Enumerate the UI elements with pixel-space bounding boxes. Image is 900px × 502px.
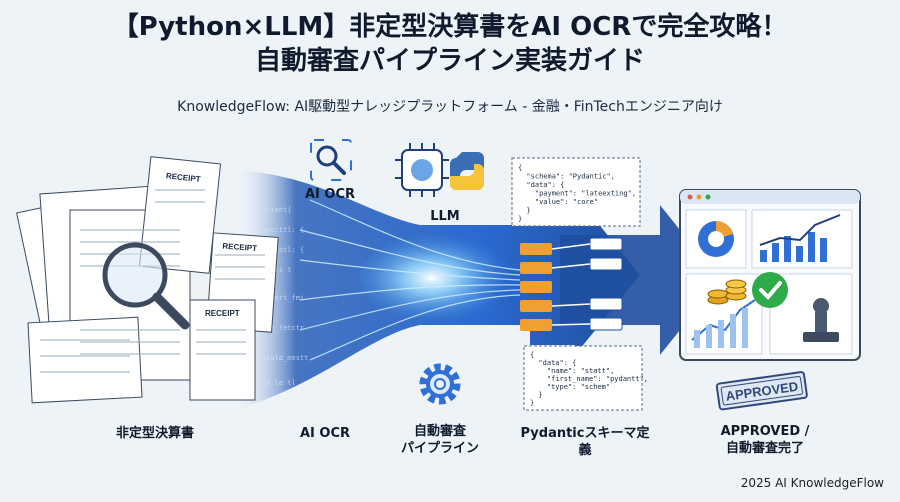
label-ai-ocr: AI OCR [299,426,351,441]
page-title: 【Python×LLM】非定型決算書をAI OCRで完全攻略！ 自動審査パイプラ… [0,10,900,78]
code-line: "schema": "Pydantic", [518,173,615,181]
code-line: { [530,351,534,359]
code-line: "type": "schem" [530,383,610,391]
code-line: "payment": "lateexting", [518,190,636,198]
brain-chip-icon [395,143,449,197]
top-label-llm: LLM [430,209,460,224]
stamp-icon [803,298,839,342]
code-line: "data": { [530,359,576,367]
code-top-lines: { "schema": "Pydantic", "data": { "payme… [518,164,636,223]
code-line: } [518,207,531,215]
code-box-top [511,157,641,227]
top-label-ai-ocr: AI OCR [304,187,356,202]
code-box-bottom [523,345,643,411]
code-line: "value": "core" [518,198,598,206]
code-line: } [530,391,543,399]
footer-copyright: 2025 AI KnowledgeFlow [740,476,884,490]
schema-blocks [520,237,623,331]
dashboard-window [679,189,861,361]
magnifier-icon [102,242,190,330]
light-streaks [299,199,521,361]
code-fragments: scient{ sescttl: { fetcatl: { nanis t su… [262,206,308,387]
label-approved: APPROVED / 自動審査完了 [710,423,820,457]
label-pipeline-line-2: パイプライン [400,441,479,456]
label-pipeline: 自動審査 パイプライン [390,423,490,457]
svg-text:hce_fetctr: hce_fetctr [262,324,304,332]
label-documents: 非定型決算書 [115,426,194,441]
title-line-2: 自動審査パイプライン実装ガイド [254,46,645,76]
receipt-label-2: RECEIPT [222,242,257,253]
label-pipeline-line-1: 自動審査 [413,424,466,439]
svg-text:sculd_mestt: sculd_mestt [262,354,308,362]
check-circle-icon [752,272,788,308]
svg-text:fe le tl: fe le tl [262,379,296,387]
search-icon [310,139,352,181]
python-logo-icon [450,152,484,190]
coins-icon [707,279,747,305]
receipt-label-1: RECEIPT [166,171,202,184]
code-line: { [518,164,522,172]
label-approved-line-1: APPROVED / [720,424,810,439]
label-schema: Pydanticスキーマ定義 [520,426,650,458]
svg-text:scient{: scient{ [262,206,292,214]
code-line: "first_name": "pydantt", [530,375,648,383]
subtitle: KnowledgeFlow: AI駆動型ナレッジプラットフォーム - 金融・Fi… [177,99,723,115]
receipt-label-3: RECEIPT [205,309,240,318]
svg-text:suport_fmi: suport_fmi [262,294,304,302]
code-line: "name": "statt", [530,367,614,375]
label-approved-line-2: 自動審査完了 [725,441,804,456]
approved-stamp: APPROVED [715,371,808,411]
code-bottom-lines: { "data": { "name": "statt", "first_name… [530,351,648,407]
gear-icon [419,363,461,405]
svg-text:fetcatl: {: fetcatl: { [262,246,304,254]
title-line-1: 【Python×LLM】非定型決算書をAI OCRで完全攻略！ [112,12,788,42]
svg-text:sescttl: {: sescttl: { [262,226,304,234]
code-line: "data": { [518,181,564,189]
code-line: } [530,399,534,407]
document-stack: RECEIPT RECEIPT RECEIPT [16,156,279,404]
code-line: } [518,215,522,223]
svg-text:nanis t: nanis t [262,266,292,274]
